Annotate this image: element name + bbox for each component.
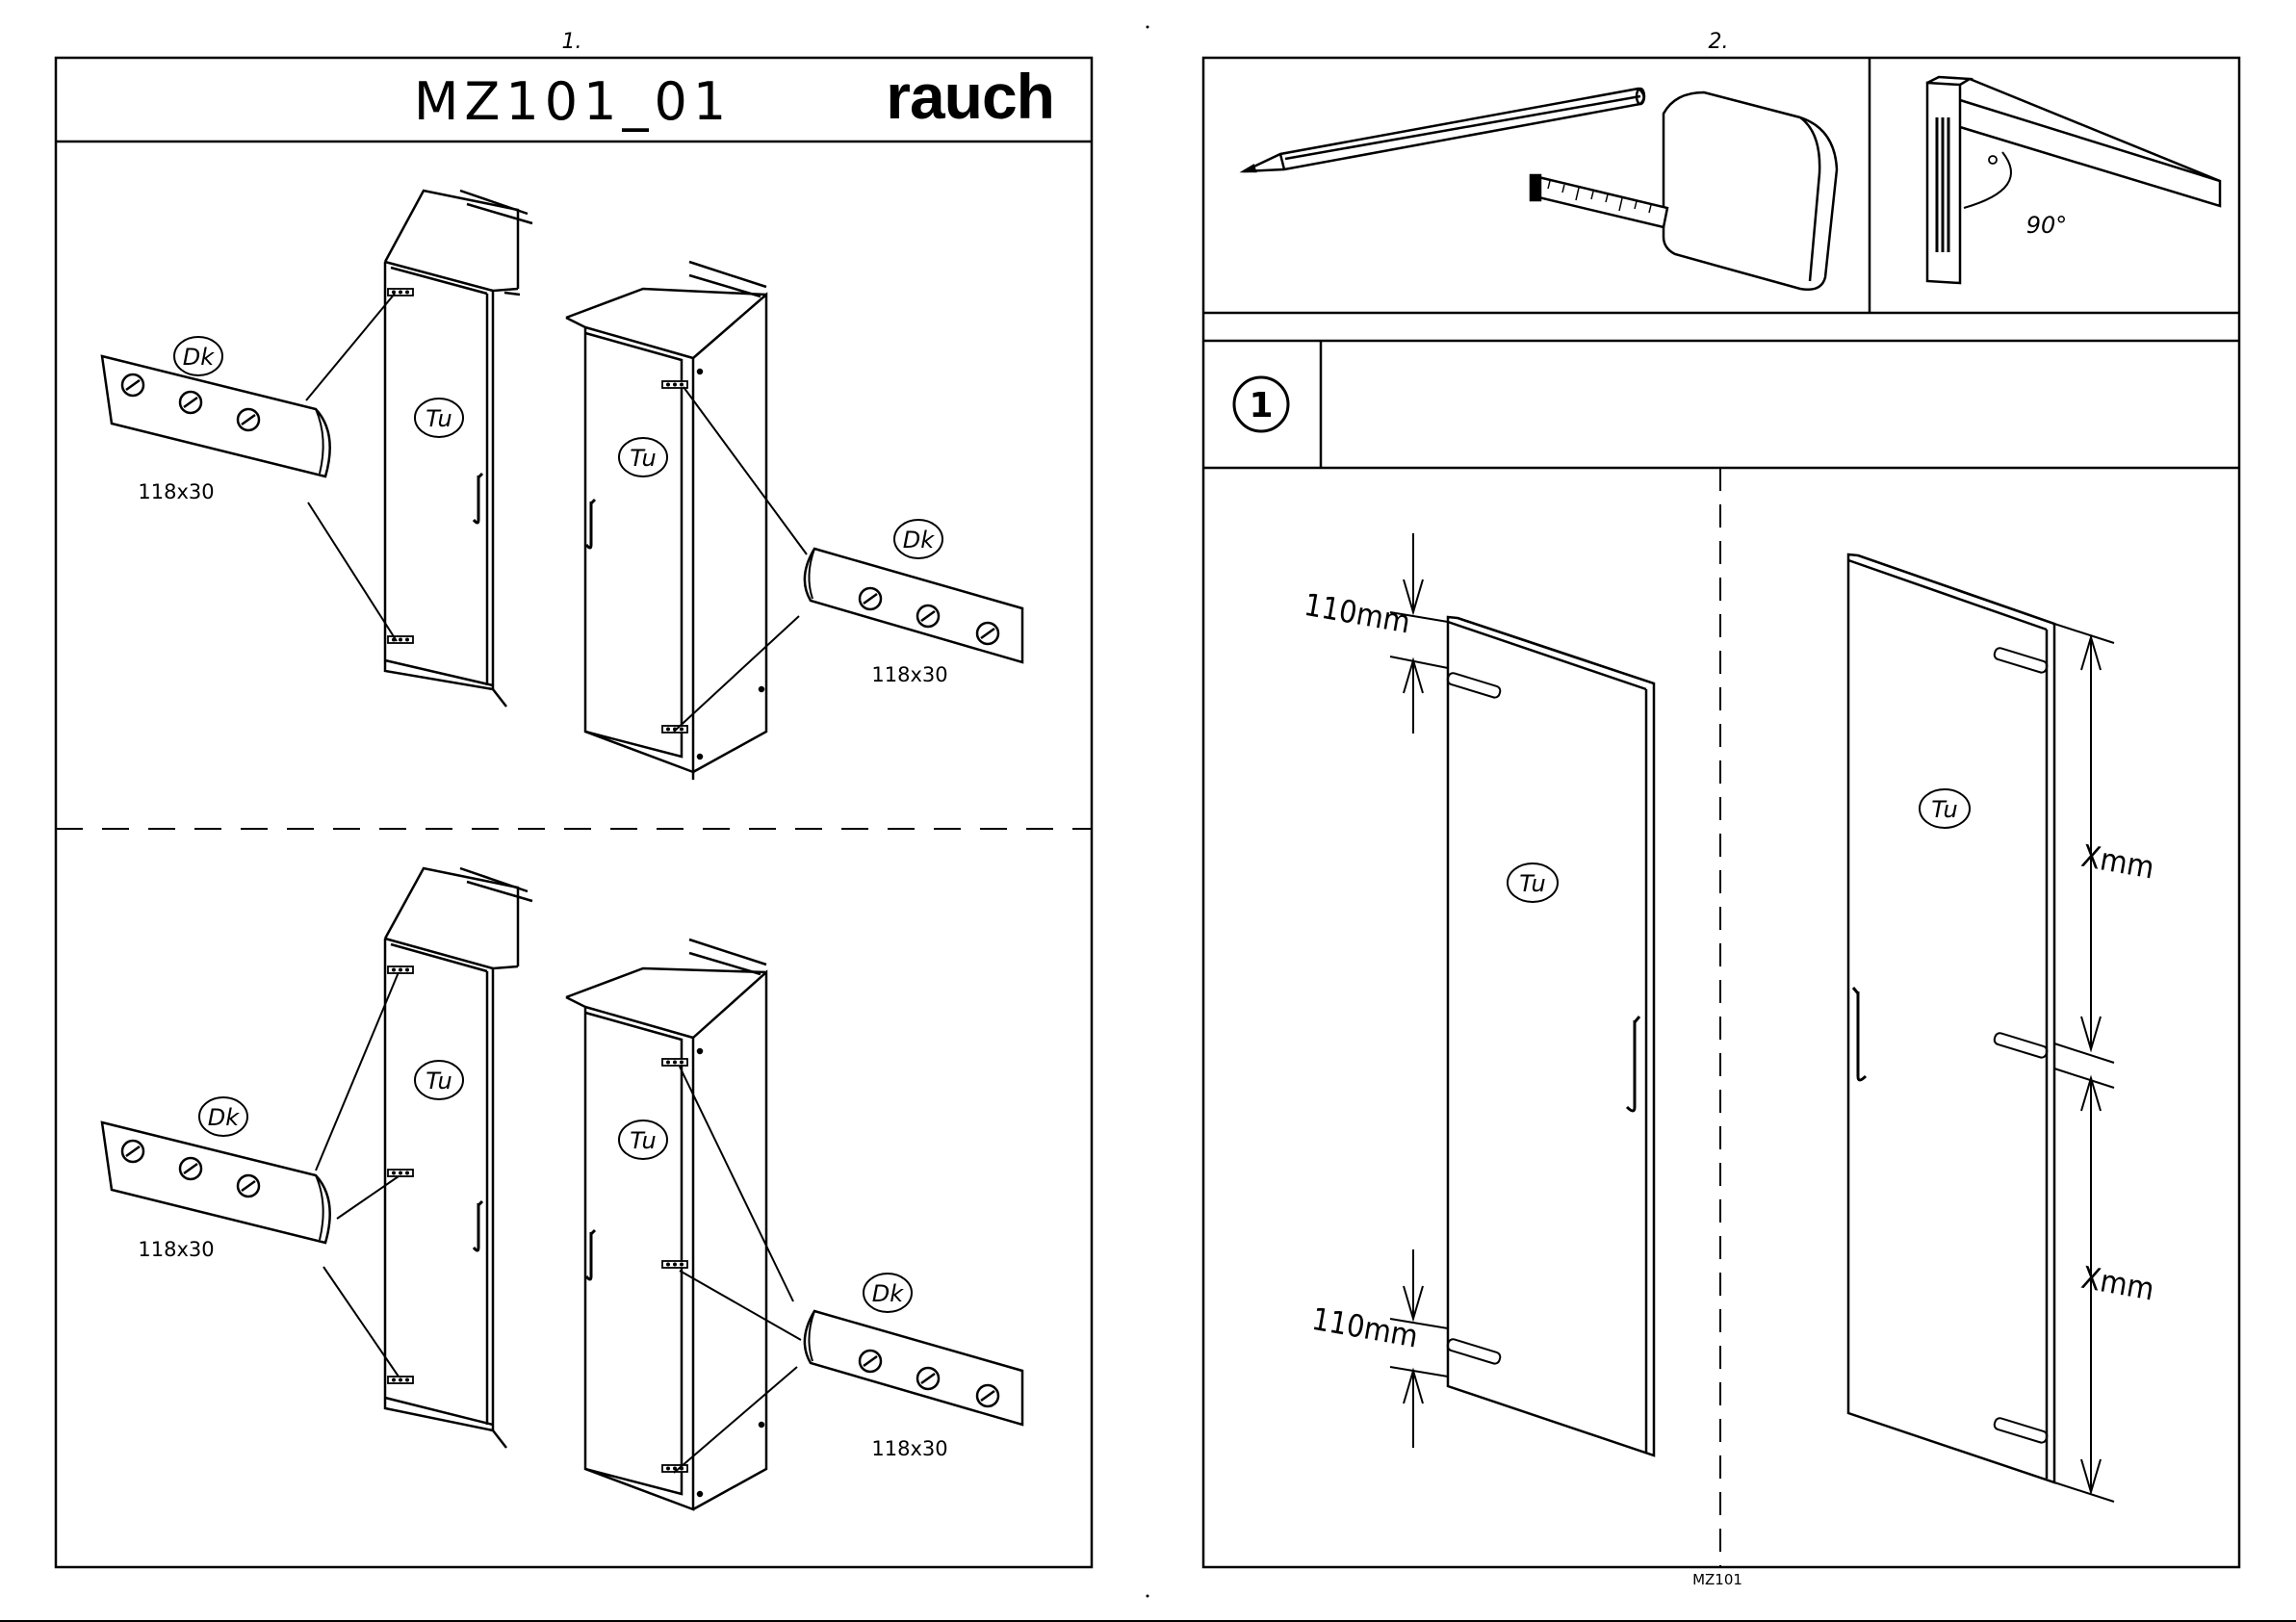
step-number: 1 <box>1249 386 1273 425</box>
rail-dimension: 118x30 <box>138 480 214 503</box>
angle-label: 90° <box>2026 212 2068 239</box>
rail-label: Dk <box>208 1104 240 1131</box>
door-label: Tu <box>1931 796 1957 823</box>
sheet-2: 2. <box>1203 30 2239 1588</box>
door-label: Tu <box>1519 870 1545 897</box>
cabinet-left-upper <box>385 191 532 707</box>
door-two-hinges <box>1446 617 1654 1455</box>
door-label: Tu <box>630 1127 656 1154</box>
tape-measure-icon <box>1531 92 1837 290</box>
door-label: Tu <box>426 405 451 432</box>
pencil-icon <box>1244 89 1644 171</box>
cabinet-left-lower <box>385 868 532 1448</box>
square-ruler-icon <box>1927 77 2220 283</box>
page-number-2: 2. <box>1709 30 1729 54</box>
rail-dimension: 118x30 <box>871 1437 947 1460</box>
offset-label: 110mm <box>1309 1300 1421 1355</box>
footer-code: MZ101 <box>1692 1571 1742 1588</box>
offset-label: 110mm <box>1302 586 1413 641</box>
rail-dimension: 118x30 <box>138 1238 214 1261</box>
upper-variant: Tu Tu Dk <box>102 191 1022 780</box>
page-number-1: 1. <box>562 30 582 54</box>
rail-label: Dk <box>903 527 935 554</box>
rail-dimension: 118x30 <box>871 663 947 686</box>
door-three-hinges <box>1848 554 2054 1482</box>
cabinet-right-upper <box>566 262 766 780</box>
rail-label: Dk <box>872 1280 904 1307</box>
spacing-dimension <box>2054 624 2114 1502</box>
sheet-1: 1. MZ101_01 rauch <box>56 30 1092 1567</box>
brand-logo: rauch <box>886 61 1054 132</box>
sheet-1-frame <box>56 58 1092 1567</box>
door-label: Tu <box>426 1068 451 1094</box>
door-label: Tu <box>630 445 656 472</box>
rail-label: Dk <box>183 344 215 371</box>
cabinet-right-lower <box>566 940 766 1509</box>
lower-variant: Tu Tu Dk 118x30 <box>102 868 1022 1509</box>
model-title: MZ101_01 <box>414 71 732 132</box>
